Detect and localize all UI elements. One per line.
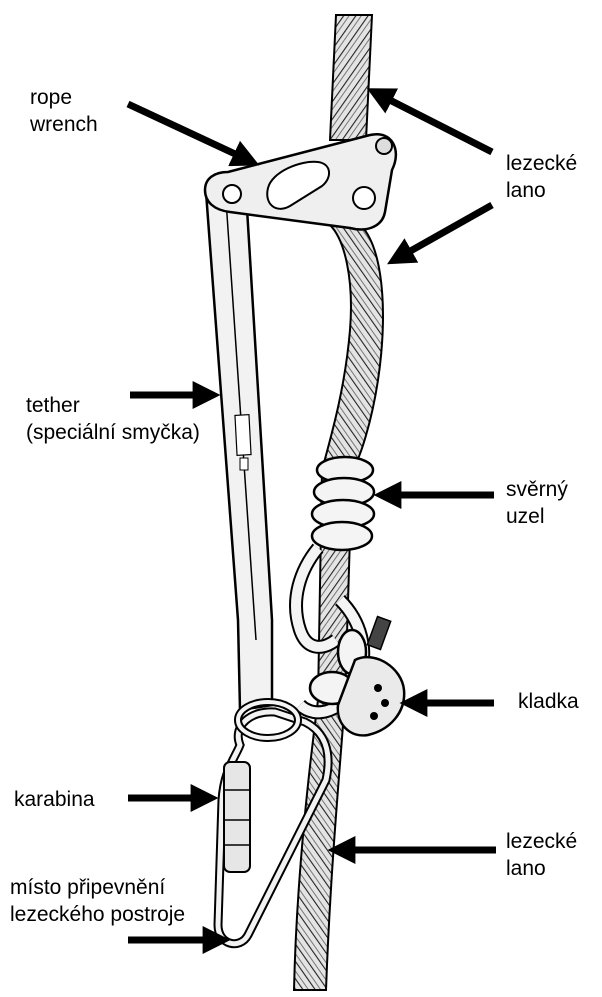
arrow-rope-top-1 xyxy=(378,94,492,152)
label-friction-hitch-line-1: svěrný xyxy=(506,476,568,503)
label-rope-bottom-line-2: lano xyxy=(506,855,577,882)
tether-tag-small xyxy=(240,458,248,470)
label-harness-attachment-line-2: lezeckého postroje xyxy=(10,901,185,928)
rope-wrench-pin xyxy=(376,138,392,154)
label-pulley-line-1: kladka xyxy=(518,688,579,715)
label-tether: tether (speciální smyčka) xyxy=(26,392,200,446)
pulley-pin xyxy=(367,617,390,650)
arrow-rope-wrench xyxy=(128,104,248,160)
label-rope-wrench: rope wrench xyxy=(30,84,98,138)
label-pulley: kladka xyxy=(518,688,579,715)
pulley-hole-1 xyxy=(374,684,382,692)
label-harness-attachment-line-1: místo připevnění xyxy=(10,874,185,901)
label-carabiner: karabina xyxy=(14,786,95,813)
label-harness-attachment: místo připevnění lezeckého postroje xyxy=(10,874,185,928)
rope-wrench-bolt-right xyxy=(353,187,375,209)
label-rope-bottom: lezecké lano xyxy=(506,828,577,882)
label-rope-wrench-line-2: wrench xyxy=(30,111,98,138)
rope-wrench-bolt-left xyxy=(223,185,241,203)
label-tether-line-2: (speciální smyčka) xyxy=(26,419,200,446)
tether-tag xyxy=(235,415,251,456)
label-friction-hitch-line-2: uzel xyxy=(506,503,568,530)
label-rope-top: lezecké lano xyxy=(506,150,577,204)
arrow-rope-top-2 xyxy=(398,205,492,258)
label-rope-top-line-1: lezecké xyxy=(506,150,577,177)
label-carabiner-line-1: karabina xyxy=(14,786,95,813)
rope-upper xyxy=(330,15,372,140)
label-rope-wrench-line-1: rope xyxy=(30,84,98,111)
pulley-hole-3 xyxy=(370,712,378,720)
label-tether-line-1: tether xyxy=(26,392,200,419)
carabiner-gate-sleeve xyxy=(224,762,250,872)
label-friction-hitch: svěrný uzel xyxy=(506,476,568,530)
label-rope-top-line-2: lano xyxy=(506,177,577,204)
label-rope-bottom-line-1: lezecké xyxy=(506,828,577,855)
rope-middle xyxy=(322,220,383,470)
rope-lower xyxy=(294,700,345,990)
pulley-hole-2 xyxy=(381,699,389,707)
